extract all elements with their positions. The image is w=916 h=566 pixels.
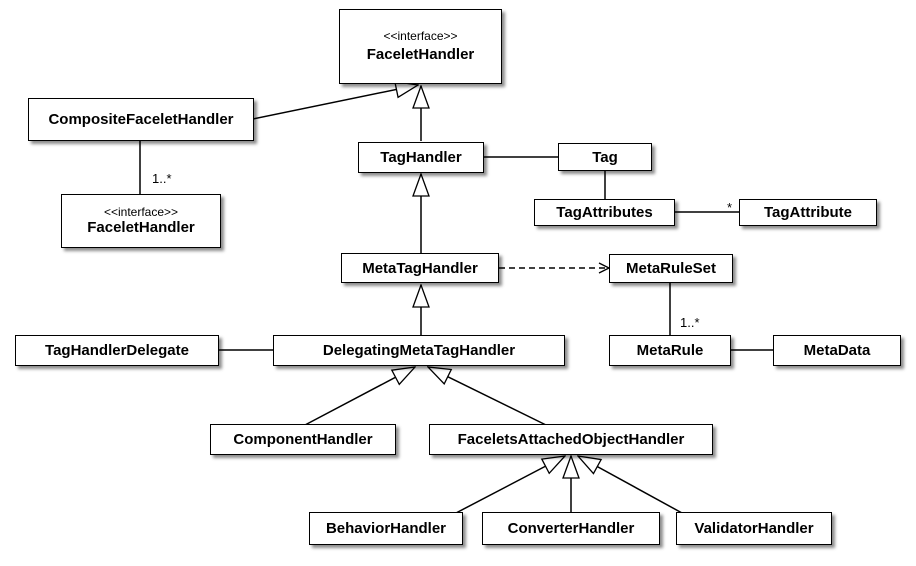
class-facelethandler-interface[interactable]: <<interface>> FaceletHandler — [339, 9, 502, 84]
class-name: ValidatorHandler — [694, 520, 814, 537]
class-name: DelegatingMetaTagHandler — [322, 342, 516, 359]
stereotype-label: <<interface>> — [103, 205, 179, 219]
class-name: TagAttributes — [556, 204, 653, 221]
class-converterhandler[interactable]: ConverterHandler — [482, 512, 660, 545]
class-name: MetaTagHandler — [362, 259, 478, 277]
class-componenthandler[interactable]: ComponentHandler — [210, 424, 396, 455]
class-validatorhandler[interactable]: ValidatorHandler — [676, 512, 832, 545]
class-tag[interactable]: Tag — [558, 143, 652, 171]
class-name: MetaData — [803, 342, 871, 359]
class-name: TagHandler — [380, 149, 462, 166]
edge-behaviorhandler-to-attachedobject — [455, 456, 565, 514]
class-name: BehaviorHandler — [325, 520, 447, 537]
class-metarule[interactable]: MetaRule — [609, 335, 731, 366]
class-taghandler[interactable]: TagHandler — [358, 142, 484, 173]
class-name: FaceletsAttachedObjectHandler — [457, 431, 685, 448]
class-name: MetaRule — [636, 342, 704, 359]
multiplicity-tag-attribute: * — [727, 200, 733, 215]
class-name: FaceletHandler — [366, 46, 475, 63]
edge-validatorhandler-to-attachedobject — [578, 456, 683, 514]
class-name: MetaRuleSet — [625, 260, 717, 277]
class-name: TagHandlerDelegate — [45, 342, 189, 359]
stereotype-label: <<interface>> — [383, 29, 458, 43]
edge-componenthandler-to-delegating — [304, 367, 415, 426]
class-metataghandler[interactable]: MetaTagHandler — [341, 253, 499, 283]
class-behaviorhandler[interactable]: BehaviorHandler — [309, 512, 463, 545]
edge-attachedobject-to-delegating — [428, 367, 547, 426]
class-name: CompositeFaceletHandler — [48, 111, 234, 128]
class-metadata[interactable]: MetaData — [773, 335, 901, 366]
edge-composite-to-facelethandler — [252, 85, 418, 120]
class-tagattributes[interactable]: TagAttributes — [534, 199, 675, 226]
class-tagattribute[interactable]: TagAttribute — [739, 199, 877, 226]
class-name: Tag — [592, 148, 618, 166]
class-metaruleset[interactable]: MetaRuleSet — [609, 254, 733, 283]
multiplicity-composite-children: 1..* — [152, 171, 172, 186]
class-name: ConverterHandler — [507, 520, 635, 537]
class-delegatingmetataghandler[interactable]: DelegatingMetaTagHandler — [273, 335, 565, 366]
multiplicity-meta-rules: 1..* — [680, 315, 700, 330]
class-compositefacelethandler[interactable]: CompositeFaceletHandler — [28, 98, 254, 141]
class-name: TagAttribute — [763, 204, 853, 221]
class-facelethandler-child[interactable]: <<interface>> FaceletHandler — [61, 194, 221, 248]
class-taghandlerdelegate[interactable]: TagHandlerDelegate — [15, 335, 219, 366]
class-name: ComponentHandler — [233, 431, 373, 448]
class-faceletsattachedobjecthandler[interactable]: FaceletsAttachedObjectHandler — [429, 424, 713, 455]
class-name: FaceletHandler — [87, 219, 195, 236]
